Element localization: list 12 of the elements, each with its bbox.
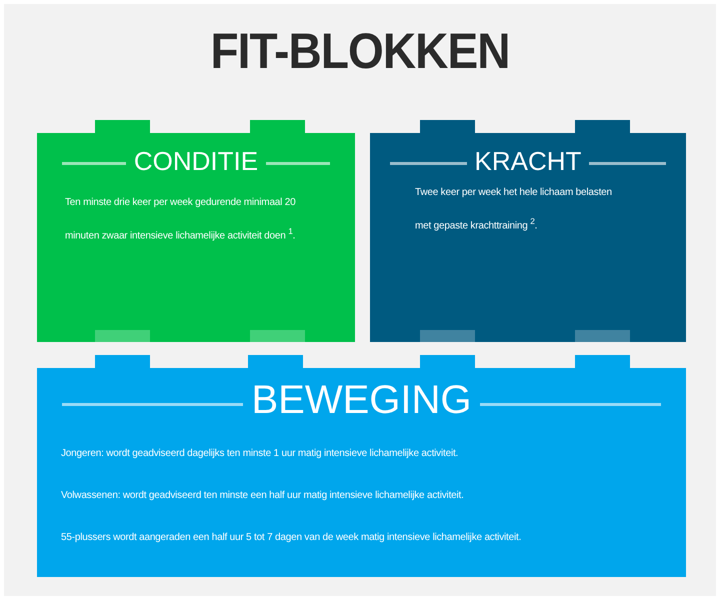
block-heading: BEWEGING bbox=[250, 378, 473, 423]
description-text: Twee keer per week het hele lichaam belasten met gepaste krachttraining $^{2}$. bbox=[415, 186, 613, 234]
description-text: Volwassenen: wordt geadviseerd ten minste een half uur matig intensieve lichamelijke activiteit. bbox=[61, 489, 465, 503]
block-heading: CONDITIE bbox=[132, 146, 260, 177]
block-heading: KRACHT bbox=[474, 146, 582, 177]
lego-block bbox=[37, 368, 686, 577]
description-text: 55-plussers wordt aangeraden een half uur 5 tot 7 dagen van de week matig intensieve lichamelijke activiteit. bbox=[61, 531, 522, 545]
lego-block bbox=[37, 133, 355, 342]
description-text: Ten minste drie keer per week gedurende minimaal 20 minuten zwaar intensieve lichamelijke activiteit doen $^{1}$. bbox=[65, 196, 296, 244]
title: FIT-BLOKKEN bbox=[209, 22, 511, 80]
description-text: Jongeren: wordt geadviseerd dagelijks ten minste 1 uur matig intensieve lichamelijke activiteit. bbox=[61, 447, 460, 461]
lego-block bbox=[370, 133, 686, 342]
